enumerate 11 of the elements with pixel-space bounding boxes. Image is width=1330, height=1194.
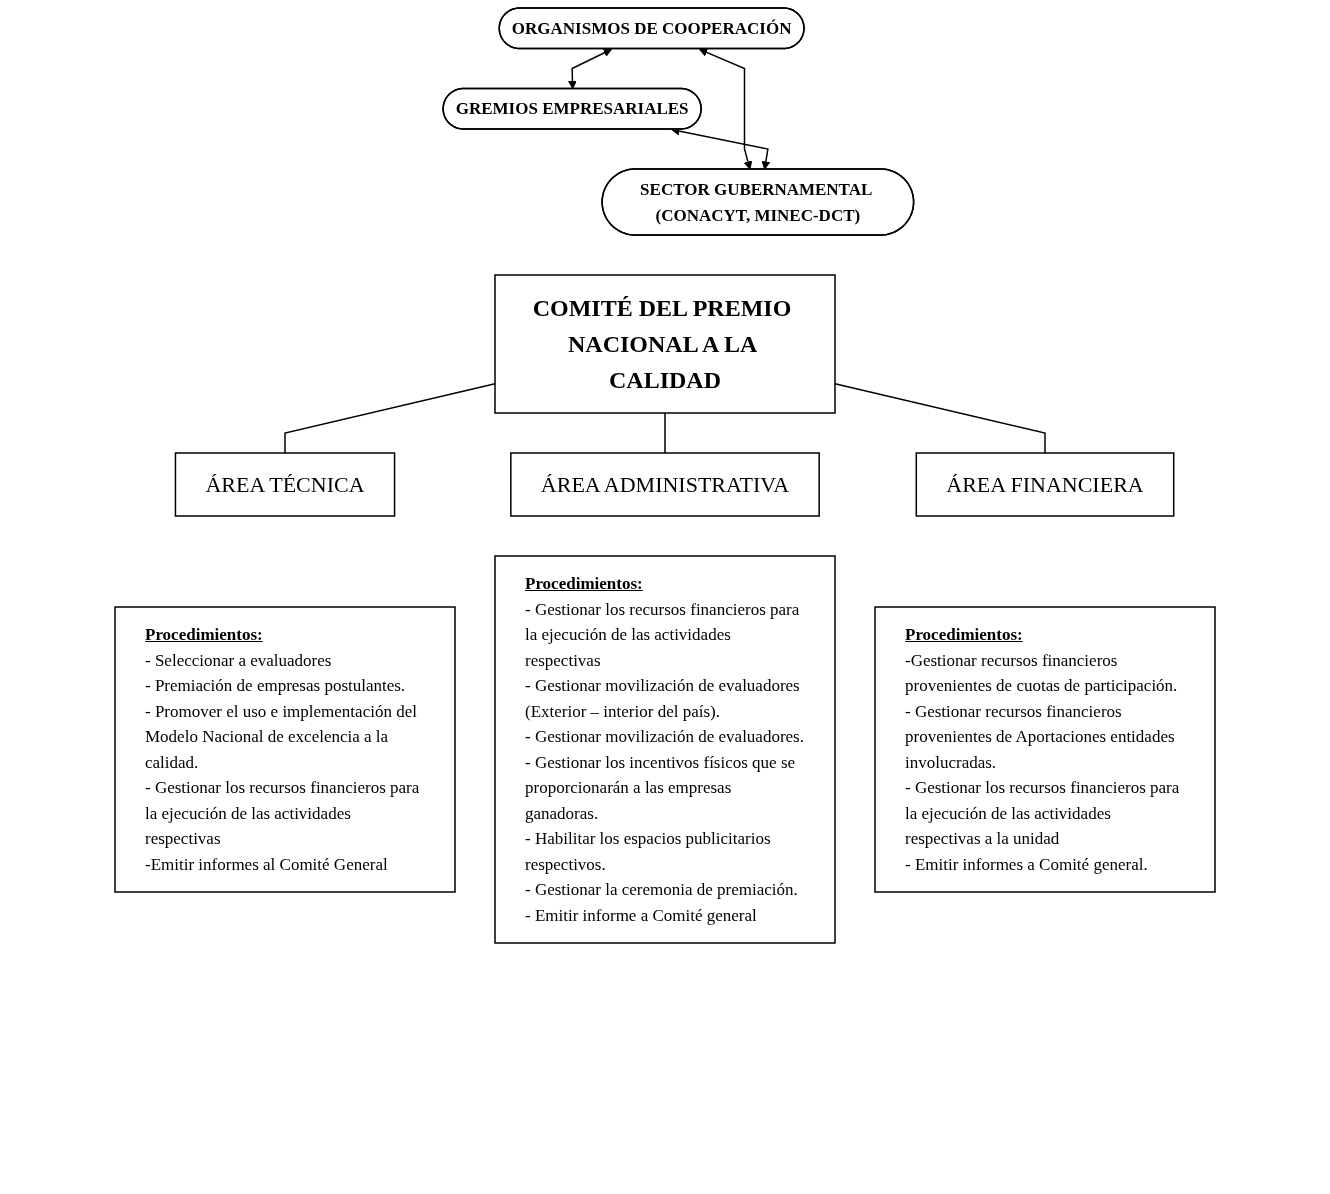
node-box: Procedimientos: -Gestionar recursos financieros provenientes de cuotas de participación. - Gestionar recursos financieros provenientes de Aportaciones entidades involucradas. - Gestionar los recursos financieros para la ejecución de las actividades respectivas a la unidad - Emitir informes a Comité general. <box>874 606 1216 893</box>
node-box: COMITÉ DEL PREMIO NACIONAL A LA CALIDAD <box>494 274 836 414</box>
node-box: ÁREA FINANCIERA <box>915 452 1175 517</box>
node-box: ÁREA TÉCNICA <box>174 452 396 517</box>
node-box: ÁREA ADMINISTRATIVA <box>510 452 820 517</box>
node-box: Procedimientos: - Gestionar los recursos financieros para la ejecución de las actividades respectivas - Gestionar movilización de evaluadores (Exterior – interior del país). - Gestionar movilización de evaluadores. - Gestionar los incentivos físicos que se proporcionarán a las empresas ganadoras. - Habilitar los espacios publicitarios respectivos. - Gestionar la ceremonia de premiación. - Emitir informe a Comité general <box>494 555 836 944</box>
connector <box>284 383 496 454</box>
connector <box>664 412 666 454</box>
arrow <box>568 48 613 90</box>
arrow <box>698 48 753 170</box>
node-box: Procedimientos: - Seleccionar a evaluadores - Premiación de empresas postulantes. - Promover el uso e implementación del Modelo Nacional de excelencia a la calidad. - Gestionar los recursos financieros para la ejecución de las actividades respectivas -Emitir informes al Comité General <box>114 606 456 893</box>
